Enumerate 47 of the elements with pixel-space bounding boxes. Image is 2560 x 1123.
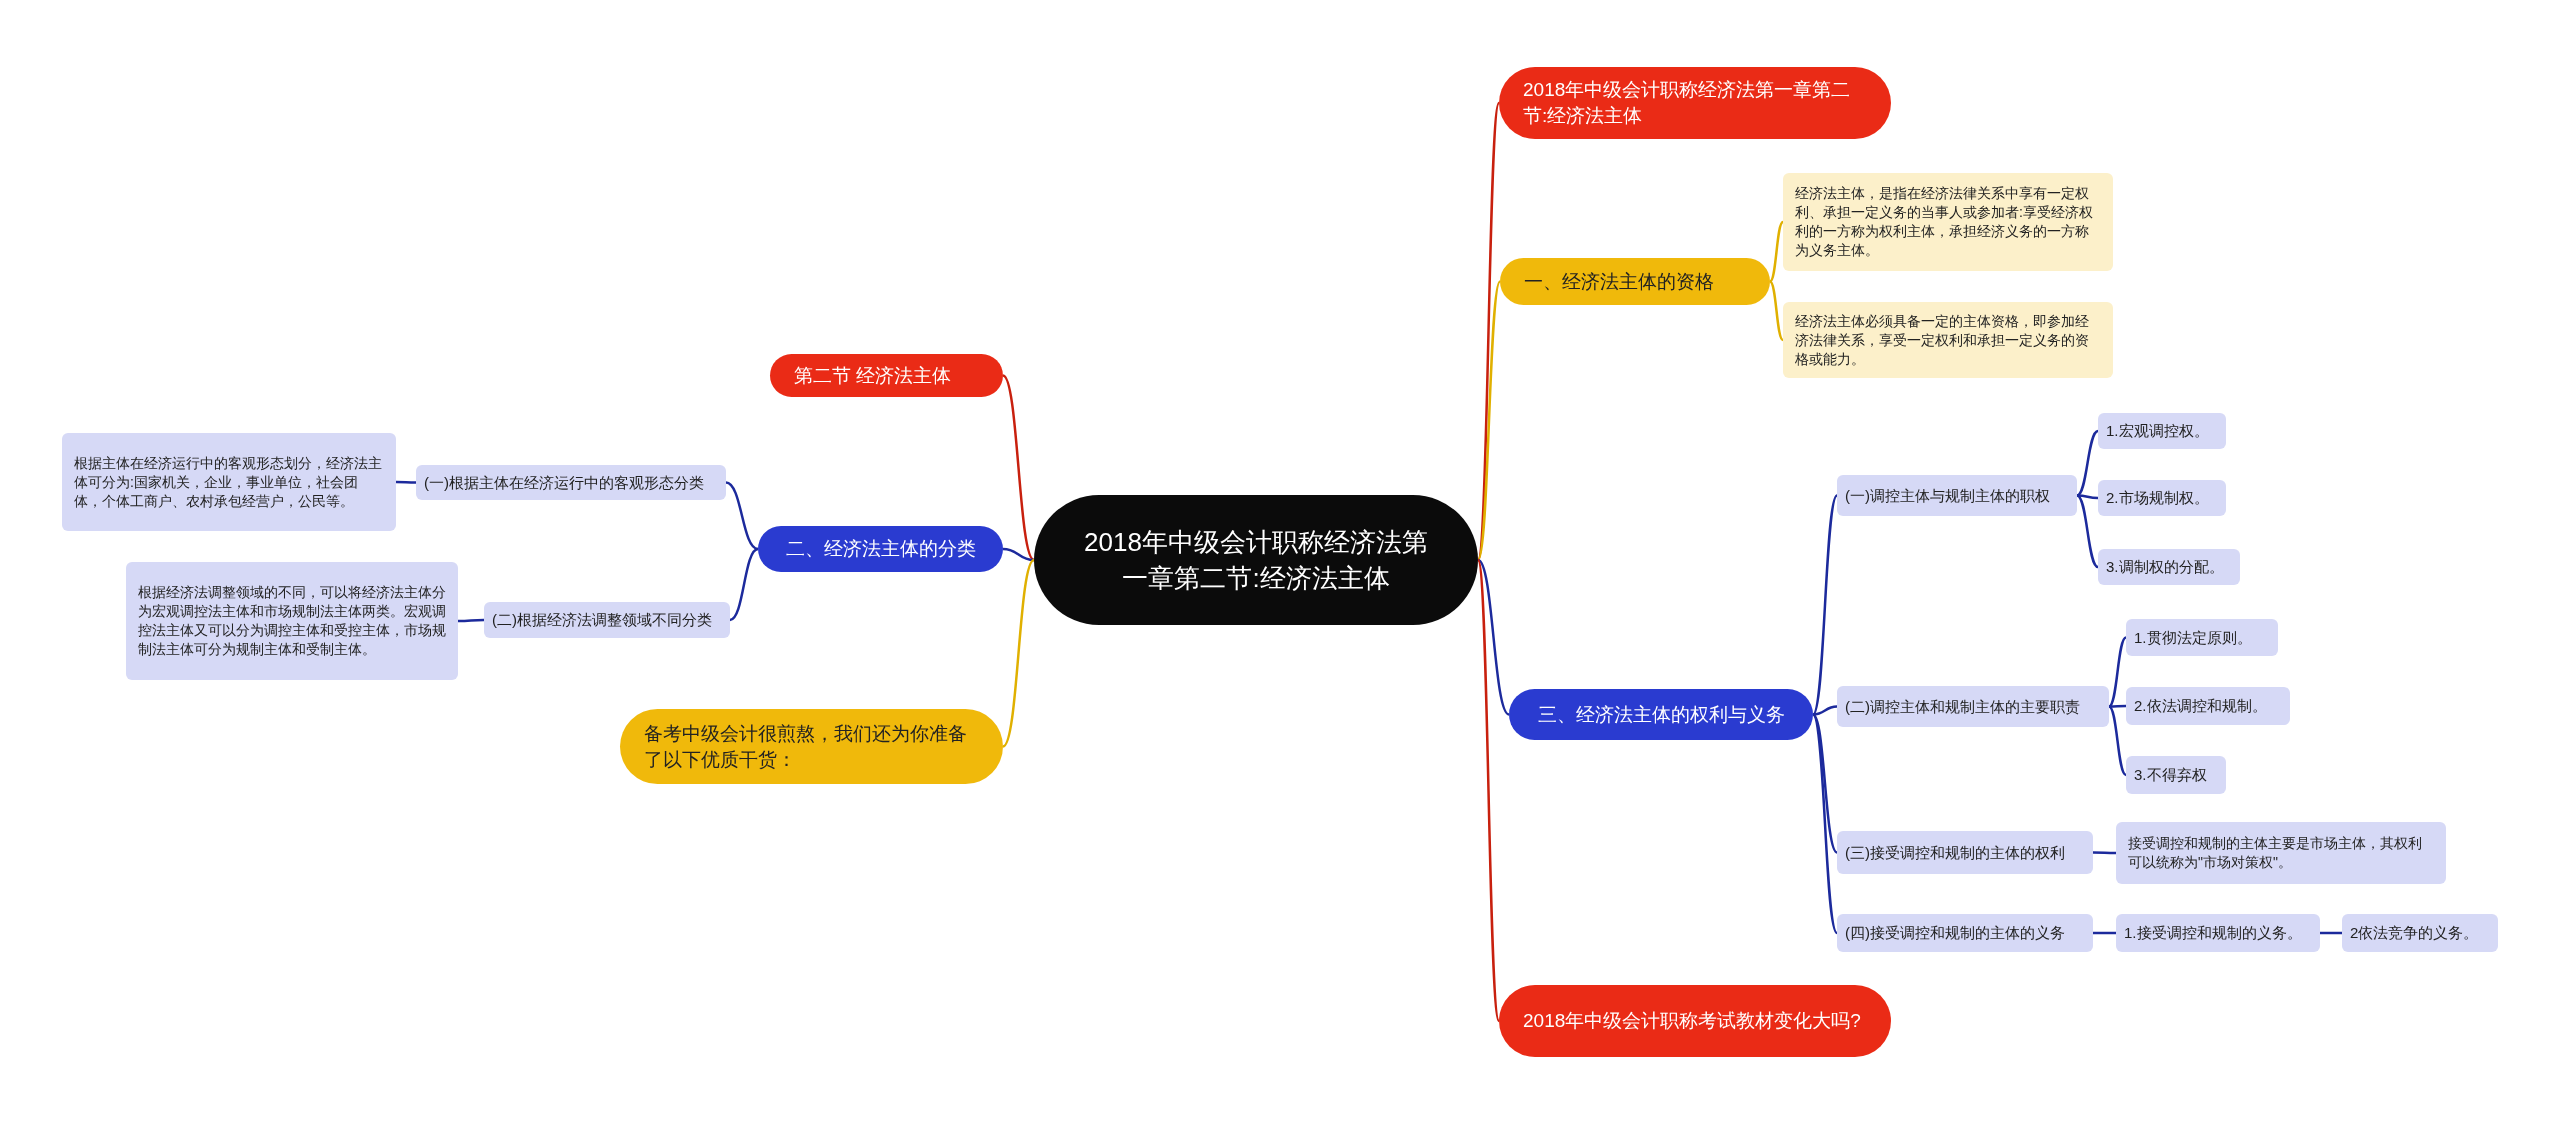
subtopic-box: 1.贯彻法定原则。 [2126, 619, 2278, 656]
connector [1769, 280, 1784, 341]
subtopic-box: (四)接受调控和规制的主体的义务 [1837, 914, 2093, 952]
connector [1812, 705, 1838, 716]
subtopic-box: 2依法竞争的义务。 [2342, 914, 2498, 952]
subtopic-box: 2.依法调控和规制。 [2126, 687, 2290, 725]
connector [725, 481, 759, 551]
connector [458, 618, 484, 623]
note-box: 接受调控和规制的主体主要是市场主体，其权利可以统称为"市场对策权"。 [2116, 822, 2446, 884]
subtopic-box: 1.接受调控和规制的义务。 [2116, 914, 2320, 952]
connector [2320, 931, 2342, 935]
central-topic: 2018年中级会计职称经济法第一章第二节:经济法主体 [1034, 495, 1478, 625]
note-box: 根据主体在经济运行中的客观形态划分，经济法主体可分为:国家机关，企业，事业单位，社会团体，个体工商户、农村承包经营户，公民等。 [62, 433, 396, 531]
subtopic-box: 1.宏观调控权。 [2098, 413, 2226, 449]
connector [1812, 713, 1838, 854]
connector [1002, 559, 1035, 748]
connector [2093, 931, 2116, 935]
subtopic-box: 2.市场规制权。 [2098, 480, 2226, 516]
subtopic-box: (一)根据主体在经济运行中的客观形态分类 [416, 465, 726, 500]
connector [396, 480, 416, 484]
connector [2076, 494, 2099, 569]
topic-pill: 2018年中级会计职称考试教材变化大吗? [1499, 985, 1891, 1057]
connector [729, 547, 759, 622]
topic-pill: 第二节 经济法主体 [770, 354, 1003, 397]
note-box: 经济法主体必须具备一定的主体资格，即参加经济法律关系，享受一定权利和承担一定义务的资格或能力。 [1783, 302, 2113, 378]
note-box: 经济法主体，是指在经济法律关系中享有一定权利、承担一定义务的当事人或参加者:享受经济权利的一方称为权利主体，承担经济义务的一方称为义务主体。 [1783, 173, 2113, 271]
subtopic-box: (二)根据经济法调整领域不同分类 [484, 602, 730, 638]
connector [1769, 221, 1784, 283]
topic-pill: 三、经济法主体的权利与义务 [1509, 689, 1813, 740]
connector [1477, 559, 1510, 716]
connector [2093, 851, 2116, 855]
subtopic-box: 3.调制权的分配。 [2098, 549, 2240, 585]
subtopic-box: (二)调控主体和规制主体的主要职责 [1837, 686, 2109, 727]
topic-pill: 2018年中级会计职称经济法第一章第二节:经济法主体 [1499, 67, 1891, 139]
topic-pill: 二、经济法主体的分类 [758, 526, 1003, 572]
note-box: 根据经济法调整领域的不同，可以将经济法主体分为宏观调控法主体和市场规制法主体两类。宏观调控法主体又可以分为调控主体和受控主体，市场规制法主体可分为规制主体和受制主体。 [126, 562, 458, 680]
topic-pill: 一、经济法主体的资格 [1500, 258, 1770, 305]
connector [1002, 374, 1035, 561]
connector [2076, 429, 2099, 497]
connector [2108, 705, 2127, 776]
subtopic-box: (三)接受调控和规制的主体的权利 [1837, 831, 2093, 874]
connector [2076, 494, 2099, 500]
subtopic-box: 3.不得弃权 [2126, 756, 2226, 794]
topic-pill: 备考中级会计很煎熬，我们还为你准备了以下优质干货： [620, 709, 1003, 784]
connector [1002, 547, 1035, 562]
subtopic-box: (一)调控主体与规制主体的职权 [1837, 475, 2077, 516]
connector [2108, 636, 2127, 708]
